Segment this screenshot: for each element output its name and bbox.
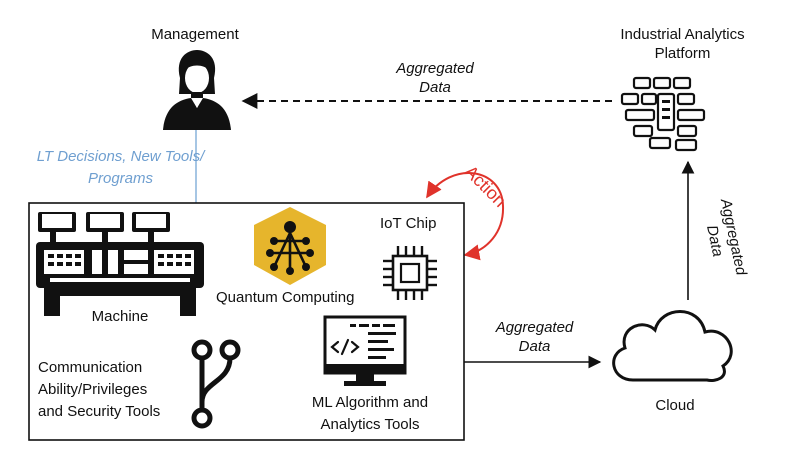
cloud-icon bbox=[612, 310, 733, 382]
machine-label: Machine bbox=[91, 308, 149, 325]
person-icon bbox=[163, 50, 231, 130]
quantum-label: Quantum Computing bbox=[216, 289, 355, 306]
cloud-label: Cloud bbox=[655, 397, 695, 414]
communication-label-line3: and Security Tools bbox=[38, 403, 161, 420]
edge-label-line: LT Decisions, New Tools/ bbox=[36, 148, 205, 165]
communication-label-line2: Ability/Privileges bbox=[38, 381, 148, 398]
edge-label-line: Data bbox=[419, 79, 451, 96]
edge-label-platform-to-management: Aggregated Data bbox=[380, 59, 490, 97]
code-monitor-icon bbox=[323, 315, 407, 386]
edge-label-system-to-cloud: Aggregated Data bbox=[477, 318, 592, 356]
edge-label-line: Aggregated bbox=[495, 319, 574, 336]
system-box bbox=[28, 202, 465, 441]
microchip-icon bbox=[383, 246, 437, 300]
control-panel-icon bbox=[36, 212, 204, 316]
platform-label: Industrial Analytics Platform bbox=[590, 25, 775, 63]
edge-action-loop bbox=[426, 172, 505, 261]
management-label: Management bbox=[151, 26, 239, 43]
edge-label-line: Aggregated bbox=[396, 60, 474, 77]
platform-label-line1: Industrial Analytics bbox=[620, 26, 745, 43]
server-rack-icon bbox=[620, 76, 706, 152]
ml-label-line2: Analytics Tools bbox=[320, 416, 420, 433]
edge-label-line: Programs bbox=[87, 170, 154, 187]
platform-label-line2: Platform bbox=[654, 45, 711, 62]
communication-label: Communication Ability/Privileges and Sec… bbox=[38, 357, 160, 423]
communication-label-line1: Communication bbox=[38, 359, 143, 376]
ml-label-line1: ML Algorithm and bbox=[311, 394, 429, 411]
edge-label-decisions: LT Decisions, New Tools/ Programs bbox=[18, 146, 223, 190]
iot-label: IoT Chip bbox=[380, 215, 437, 232]
edge-label-line: Data bbox=[518, 338, 551, 355]
branch-icon bbox=[191, 339, 241, 429]
atom-hexagon-icon bbox=[254, 207, 326, 285]
ml-label: ML Algorithm and Analytics Tools bbox=[275, 392, 465, 436]
